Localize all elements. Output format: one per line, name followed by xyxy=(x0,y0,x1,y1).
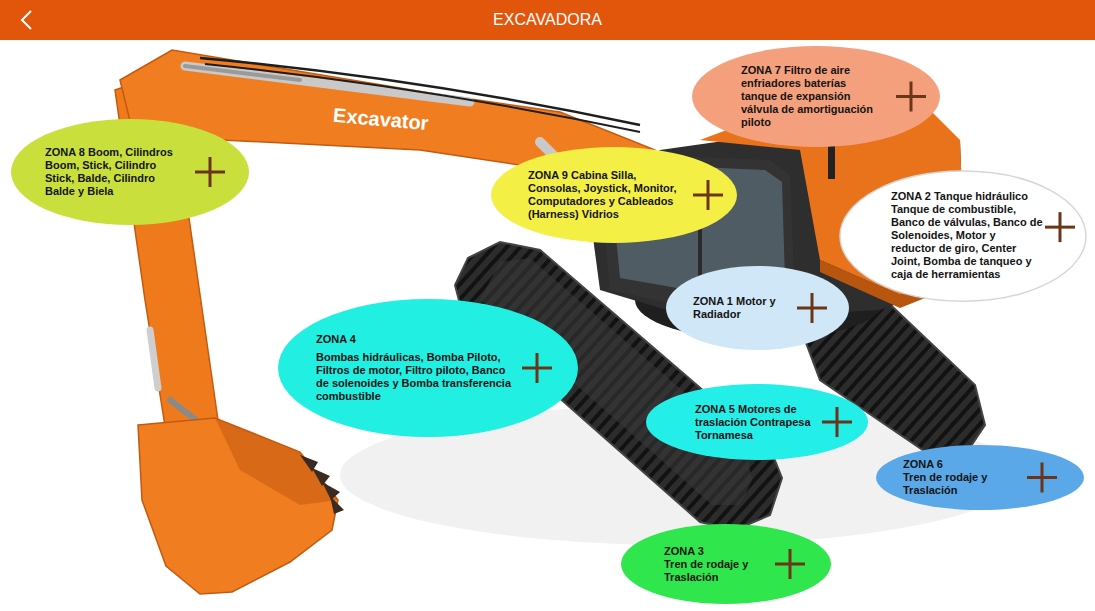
zone-ellipse-fill xyxy=(666,266,849,350)
plus-stroke xyxy=(836,407,839,437)
zone-ellipse: ZONA 4 Bombas hidráulicas, Bomba Piloto, … xyxy=(277,298,579,438)
plus-icon xyxy=(693,180,723,210)
zone-heading: ZONA 3 xyxy=(664,545,774,558)
bucket-tooth xyxy=(300,455,318,472)
zone-ellipse-shape xyxy=(665,265,850,351)
zone-text: Tren de rodaje y Traslación xyxy=(664,558,774,584)
zone-ellipse: ZONA 3Tren de rodaje y Traslación xyxy=(620,523,832,605)
zone-text: ZONA 7 Filtro de aire enfriadores baterí… xyxy=(741,64,883,129)
title-bar: EXCAVADORA xyxy=(0,0,1095,40)
zone-text-group: ZONA 5 Motores de traslación Contrapesa … xyxy=(695,403,817,442)
zone-ellipse-fill xyxy=(491,147,737,243)
zone-text: ZONA 2 Tanque hidráulico Tanque de combu… xyxy=(891,190,1043,281)
plus-stroke xyxy=(707,180,710,210)
plus-icon xyxy=(797,293,827,323)
bucket-cylinder xyxy=(150,330,158,388)
zone-text-group: ZONA 1 Motor y Radiador xyxy=(693,295,788,321)
zone-ellipse: ZONA 1 Motor y Radiador xyxy=(665,265,850,351)
plus-stroke xyxy=(1041,463,1044,493)
zone-text: ZONA 9 Cabina Silla, Consolas, Joystick,… xyxy=(528,169,678,221)
zone-text-group: ZONA 2 Tanque hidráulico Tanque de combu… xyxy=(891,190,1043,281)
plus-icon xyxy=(822,407,852,437)
bucket xyxy=(138,418,338,594)
back-chevron xyxy=(22,11,31,29)
bucket-tooth xyxy=(330,496,344,514)
zone-text: ZONA 8 Boom, Cilindros Boom, Stick, Cili… xyxy=(45,146,187,198)
zone-text-group: ZONA 4 Bombas hidráulicas, Bomba Piloto, … xyxy=(316,333,518,403)
zone-heading: ZONA 4 xyxy=(316,333,518,346)
zone-text: ZONA 5 Motores de traslación Contrapesa … xyxy=(695,403,817,442)
zone-ellipse: ZONA 6Tren de rodaje y Traslación xyxy=(875,444,1085,511)
plus-icon xyxy=(1045,212,1075,242)
zone-ellipse-fill xyxy=(621,524,831,604)
zone-ellipse-fill xyxy=(278,299,578,437)
zone-ellipse: ZONA 9 Cabina Silla, Consolas, Joystick,… xyxy=(490,146,738,244)
zone-heading: ZONA 6 xyxy=(903,458,1023,471)
plus-stroke xyxy=(1058,212,1061,242)
zone-text-group: ZONA 6Tren de rodaje y Traslación xyxy=(903,458,1023,497)
plus-icon xyxy=(195,157,225,187)
zone-ellipse-fill xyxy=(692,46,940,147)
plus-stroke xyxy=(789,549,792,579)
exhaust-pipe xyxy=(828,145,835,179)
zone-text-group: ZONA 8 Boom, Cilindros Boom, Stick, Cili… xyxy=(45,146,187,198)
zone-ellipse: ZONA 5 Motores de traslación Contrapesa … xyxy=(645,383,869,461)
plus-icon xyxy=(1027,463,1057,493)
zone-ellipse-fill xyxy=(840,171,1086,301)
plus-stroke xyxy=(536,353,539,383)
plus-stroke xyxy=(910,82,913,112)
zone-ellipse: ZONA 7 Filtro de aire enfriadores baterí… xyxy=(691,45,941,148)
plus-icon xyxy=(896,82,926,112)
zone-ellipse: ZONA 2 Tanque hidráulico Tanque de combu… xyxy=(839,170,1087,302)
plus-icon xyxy=(775,549,805,579)
boom-decal: Excavator xyxy=(332,104,429,135)
zone-text-group: ZONA 3Tren de rodaje y Traslación xyxy=(664,545,774,584)
zone-text-group: ZONA 9 Cabina Silla, Consolas, Joystick,… xyxy=(528,169,678,221)
zone-ellipse-fill xyxy=(646,384,868,460)
page-title: EXCAVADORA xyxy=(0,0,1095,40)
zone-text: Bombas hidráulicas, Bomba Piloto, Filtro… xyxy=(316,351,518,403)
zone-text: Tren de rodaje y Traslación xyxy=(903,471,1023,497)
zone-text: ZONA 1 Motor y Radiador xyxy=(693,295,788,321)
bucket-inner xyxy=(215,418,338,505)
zone-ellipse: ZONA 8 Boom, Cilindros Boom, Stick, Cili… xyxy=(10,118,250,226)
zone-ellipse-fill xyxy=(11,119,249,225)
plus-stroke xyxy=(811,293,814,323)
zone-ellipse-fill xyxy=(876,445,1084,510)
zone-text-group: ZONA 7 Filtro de aire enfriadores baterí… xyxy=(741,64,883,129)
back-icon xyxy=(0,0,60,40)
bucket-tooth xyxy=(312,468,330,486)
plus-stroke xyxy=(209,157,212,187)
plus-icon xyxy=(522,353,552,383)
